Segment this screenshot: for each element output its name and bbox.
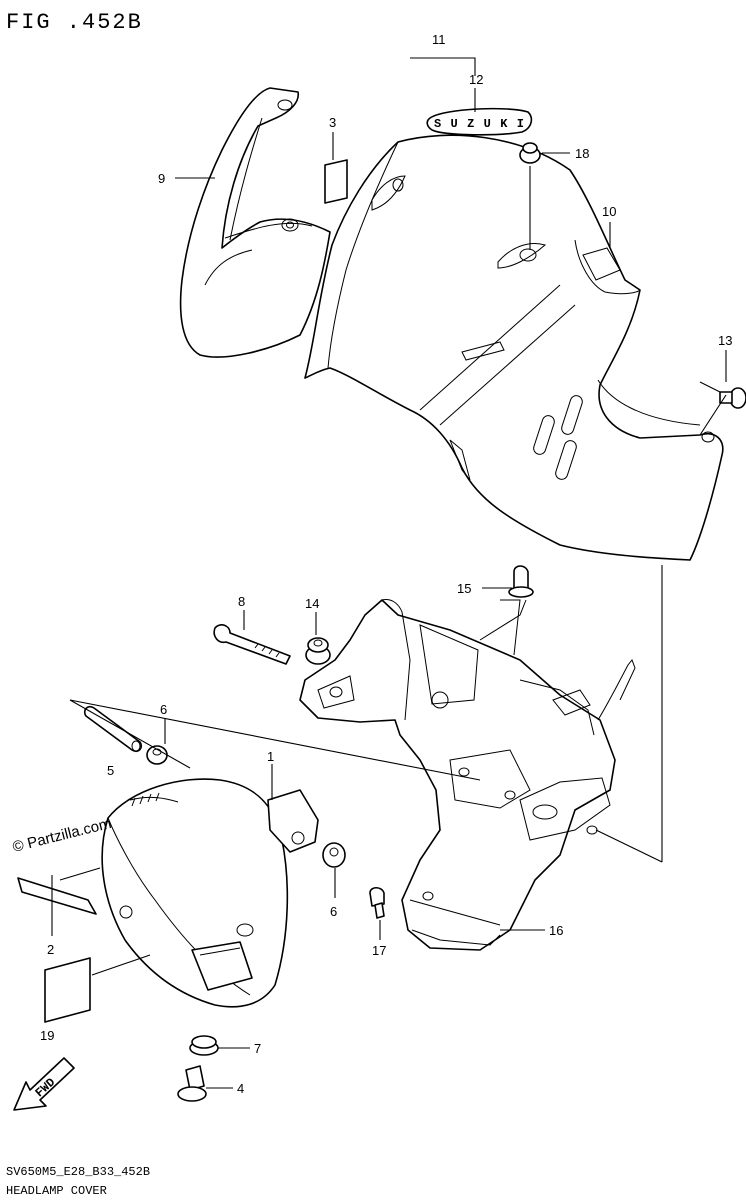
- part-18-grommet[interactable]: [519, 142, 541, 164]
- part-12-emblem[interactable]: SUZUKI: [426, 107, 533, 136]
- model-code: SV650M5_E28_B33_452B: [6, 1165, 150, 1179]
- callout-9: 9: [158, 171, 165, 186]
- part-19-label[interactable]: [44, 957, 91, 1023]
- callout-13: 13: [718, 333, 732, 348]
- part-6b-cushion[interactable]: [322, 842, 346, 868]
- callout-11: 11: [432, 32, 446, 47]
- callout-1: 1: [267, 749, 274, 764]
- callout-5: 5: [107, 763, 114, 778]
- part-7-grommet[interactable]: [189, 1035, 219, 1056]
- callout-4: 4: [237, 1081, 244, 1096]
- callout-16: 16: [549, 923, 563, 938]
- part-8-bolt[interactable]: [213, 624, 291, 665]
- figure-title: FIG .452B: [6, 10, 143, 35]
- callout-6b: 6: [330, 904, 337, 919]
- part-10-headlamp-cowl[interactable]: [304, 134, 724, 561]
- callout-18: 18: [575, 146, 589, 161]
- callout-15: 15: [457, 581, 471, 596]
- part-4-screw[interactable]: [177, 1065, 207, 1102]
- part-9-side-panel[interactable]: [179, 87, 331, 358]
- part-15-clip[interactable]: [508, 565, 534, 598]
- part-1-headlamp-housing[interactable]: [101, 778, 319, 1008]
- part-3-label[interactable]: [324, 159, 348, 204]
- watermark: © Partzilla.com: [11, 815, 113, 856]
- section-name: HEADLAMP COVER: [6, 1184, 107, 1198]
- callout-12: 12: [469, 72, 483, 87]
- callout-10: 10: [602, 204, 616, 219]
- callout-2: 2: [47, 942, 54, 957]
- fwd-arrow-icon: FWD: [13, 1057, 75, 1111]
- part-2-label[interactable]: [17, 877, 97, 915]
- leader-lines: [51, 57, 727, 1089]
- part-14-grommet[interactable]: [305, 637, 331, 665]
- callout-17: 17: [372, 943, 386, 958]
- callout-14: 14: [305, 596, 319, 611]
- part-16-bracket[interactable]: [299, 599, 636, 951]
- part-5-collar[interactable]: [83, 705, 143, 753]
- callout-19: 19: [40, 1028, 54, 1043]
- callout-3: 3: [329, 115, 336, 130]
- callout-7: 7: [254, 1041, 261, 1056]
- callout-6a: 6: [160, 702, 167, 717]
- callout-8: 8: [238, 594, 245, 609]
- part-17-bolt[interactable]: [369, 886, 385, 919]
